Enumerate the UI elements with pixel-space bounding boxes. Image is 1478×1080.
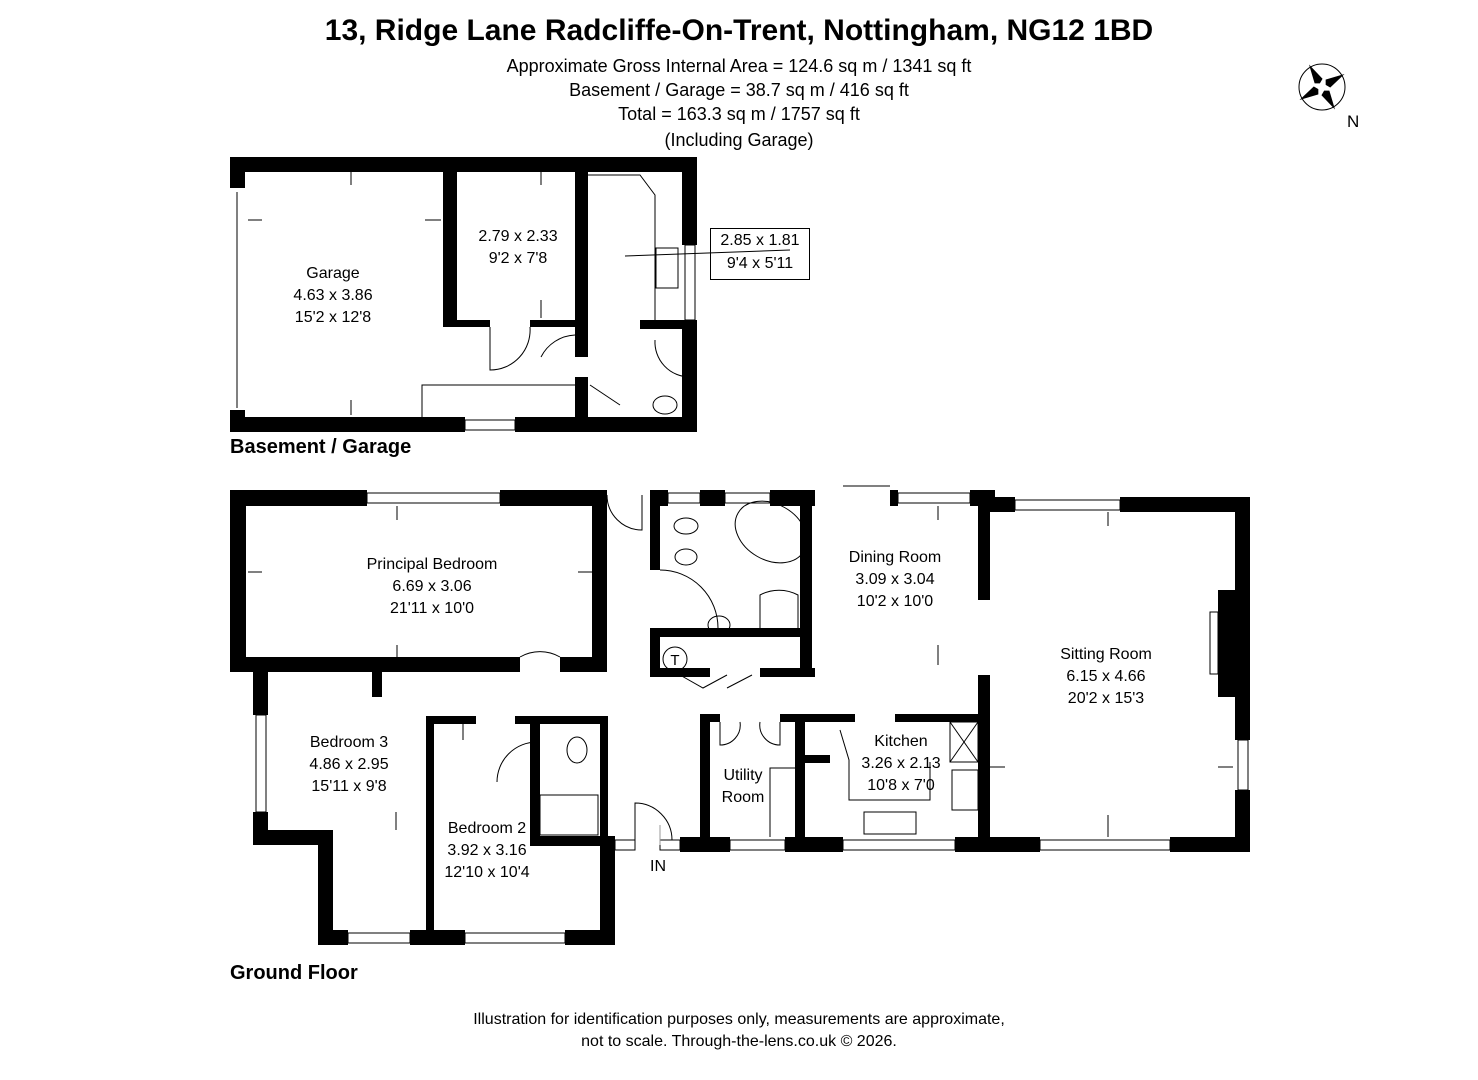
total-area-text: Total = 163.3 sq m / 1757 sq ft: [618, 104, 860, 124]
compass-icon: [1298, 63, 1346, 111]
room-imperial: 20'2 x 15'3: [1067, 690, 1145, 707]
ground-floor-label: Ground Floor: [230, 962, 358, 984]
room-utility: Utility Room: [722, 765, 765, 809]
room-metric: 3.09 x 3.04: [855, 571, 935, 588]
room-name: Garage: [306, 265, 360, 282]
room-metric: 4.86 x 2.95: [309, 756, 389, 773]
room-bedroom-3: Bedroom 3 4.86 x 2.95 15'11 x 9'8: [309, 732, 388, 798]
disclaimer-line-2: not to scale. Through-the-lens.co.uk © 2…: [581, 1033, 897, 1050]
room-store: 2.79 x 2.33 9'2 x 7'8: [478, 226, 557, 270]
room-metric: 2.85 x 1.81: [720, 232, 800, 249]
room-imperial: 10'2 x 10'0: [856, 593, 934, 610]
room-imperial: 9'2 x 7'8: [488, 250, 548, 267]
room-sitting-room: Sitting Room 6.15 x 4.66 20'2 x 15'3: [1060, 644, 1152, 710]
room-garage: Garage 4.63 x 3.86 15'2 x 12'8: [293, 263, 372, 329]
basement-area-text: Basement / Garage = 38.7 sq m / 416 sq f…: [569, 80, 909, 100]
page-title: 13, Ridge Lane Radcliffe-On-Trent, Notti…: [324, 14, 1154, 47]
gross-area-text: Approximate Gross Internal Area = 124.6 …: [506, 56, 972, 76]
room-name: Dining Room: [848, 549, 942, 566]
room-metric: 6.69 x 3.06: [392, 578, 472, 595]
room-name: Sitting Room: [1060, 646, 1152, 663]
room-dining-room: Dining Room 3.09 x 3.04 10'2 x 10'0: [849, 547, 941, 613]
room-metric: 2.79 x 2.33: [478, 228, 558, 245]
tank-icon: [662, 646, 688, 672]
room-metric: 3.26 x 2.13: [861, 755, 941, 772]
ground-floor-fixtures: [255, 485, 1249, 944]
room-metric: 3.92 x 3.16: [447, 842, 527, 859]
including-garage-text: (Including Garage): [664, 130, 814, 150]
room-name: Bedroom 3: [309, 734, 389, 751]
room-bedroom-2: Bedroom 2 3.92 x 3.16 12'10 x 10'4: [444, 818, 529, 884]
room-name: Bedroom 2: [447, 820, 527, 837]
room-imperial: 21'11 x 10'0: [389, 600, 475, 617]
basement-floor-label: Basement / Garage: [230, 436, 412, 458]
room-imperial: 10'8 x 7'0: [867, 777, 935, 794]
tank-label: T: [670, 652, 679, 669]
room-name: Principal Bedroom: [366, 556, 498, 573]
room-principal-bedroom: Principal Bedroom 6.69 x 3.06 21'11 x 10…: [367, 554, 498, 620]
basement-walls: [230, 157, 697, 432]
room-imperial: 12'10 x 10'4: [444, 864, 530, 881]
ground-floor-walls: [230, 490, 1250, 945]
room-name-line2: Room: [721, 789, 765, 806]
room-callout-lobby: 2.85 x 1.81 9'4 x 5'11: [710, 228, 810, 280]
room-imperial: 15'11 x 9'8: [311, 778, 387, 795]
room-name: Utility: [723, 767, 763, 784]
room-metric: 6.15 x 4.66: [1066, 668, 1146, 685]
room-imperial: 15'2 x 12'8: [294, 309, 372, 326]
room-kitchen: Kitchen 3.26 x 2.13 10'8 x 7'0: [861, 731, 940, 797]
disclaimer-line-1: Illustration for identification purposes…: [473, 1011, 1005, 1028]
room-imperial: 9'4 x 5'11: [726, 255, 794, 272]
compass-north-label: N: [1347, 112, 1360, 131]
room-metric: 4.63 x 3.86: [293, 287, 373, 304]
entrance-label: IN: [650, 858, 666, 875]
disclaimer: Illustration for identification purposes…: [0, 1009, 1478, 1053]
dimension-arrows: [248, 172, 1233, 845]
room-name: Kitchen: [874, 733, 928, 750]
basement-fixtures: [236, 174, 791, 431]
